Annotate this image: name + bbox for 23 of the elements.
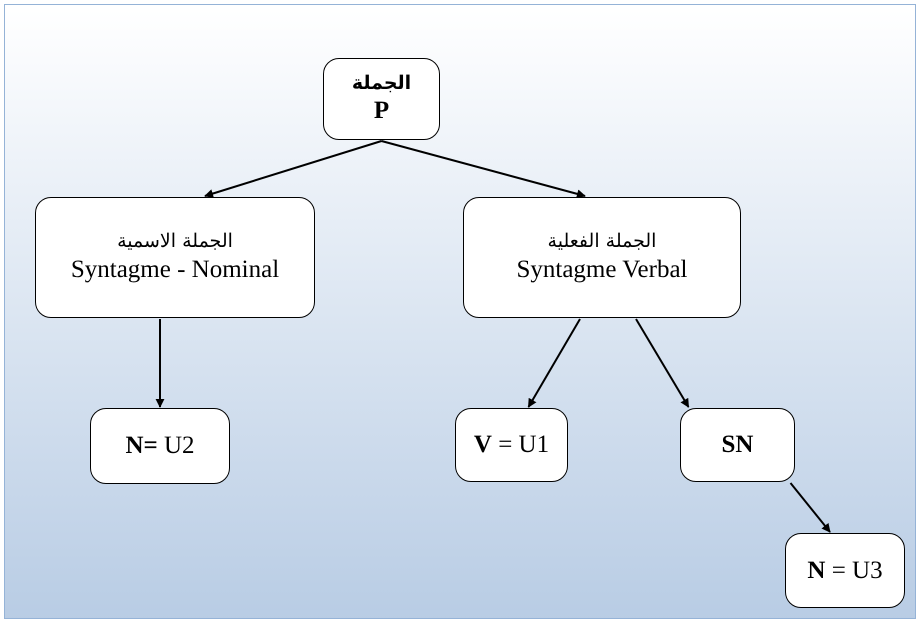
rounded-box [680, 408, 795, 482]
arrow [528, 318, 581, 408]
node-label: Syntagme Verbal [516, 254, 688, 285]
arrow [381, 140, 586, 198]
rounded-box [455, 408, 568, 482]
node-label: N = U3 [807, 556, 883, 586]
rounded-box [35, 197, 315, 318]
arrow [790, 482, 831, 533]
rounded-box [785, 533, 905, 608]
arrow [156, 319, 164, 408]
node-label: SN [722, 430, 754, 460]
rounded-box [463, 197, 741, 318]
node-label: P [374, 96, 390, 126]
node-label: Syntagme - Nominal [70, 254, 280, 285]
arabic-label: الجملة [352, 72, 412, 96]
rounded-box [90, 408, 230, 484]
arabic-label: الجملة الفعلية [548, 230, 656, 254]
arrow [204, 140, 382, 198]
rounded-box [323, 58, 440, 140]
arrow [635, 318, 690, 408]
node-label: V = U1 [474, 430, 550, 460]
node-label: N= U2 [125, 431, 195, 462]
arabic-label: الجملة الاسمية [117, 230, 233, 254]
